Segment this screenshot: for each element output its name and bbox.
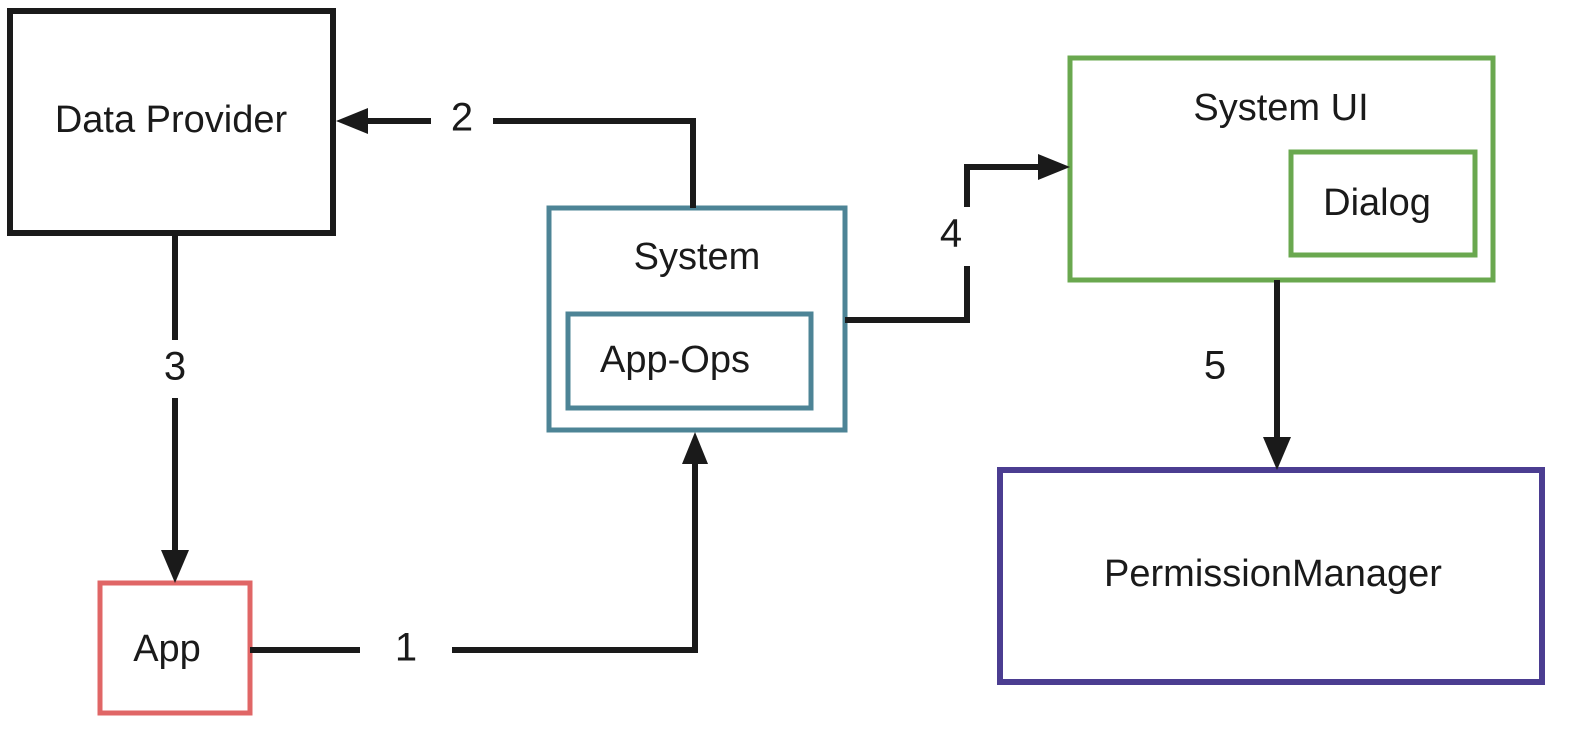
edges-layer: 1 2 3 4 5 [161, 96, 1291, 670]
node-box-dialog [1288, 149, 1478, 258]
node-permission-manager[interactable]: PermissionManager [997, 467, 1545, 685]
arrowhead-icon-4 [1038, 154, 1070, 180]
edge-path-4 [845, 164, 1044, 323]
edge-label-1: 1 [395, 626, 417, 670]
node-label-data-provider: Data Provider [55, 99, 288, 141]
arrowhead-icon-1 [682, 432, 708, 464]
edge-2: 2 [336, 96, 696, 208]
edge-4: 4 [845, 154, 1070, 323]
arrowhead-icon-3 [161, 550, 189, 583]
node-label-app: App [133, 628, 201, 670]
node-label-system-ui: System UI [1193, 87, 1368, 129]
edge-label-3: 3 [164, 345, 186, 389]
node-app-ops[interactable]: App-Ops [565, 311, 814, 411]
node-data-provider[interactable]: Data Provider [7, 8, 336, 236]
node-dialog[interactable]: Dialog [1288, 149, 1478, 258]
edge-3: 3 [161, 233, 189, 583]
node-label-system: System [634, 236, 761, 278]
arrowhead-icon-5 [1263, 437, 1291, 470]
arrowhead-icon-2 [336, 108, 368, 134]
node-label-dialog: Dialog [1323, 182, 1431, 224]
node-box-data-provider [7, 8, 336, 236]
node-box-permission-manager [997, 467, 1545, 685]
node-label-permission-manager: PermissionManager [1104, 553, 1442, 595]
node-box-app-ops [565, 311, 814, 411]
edge-label-4: 4 [940, 212, 962, 256]
edge-5: 5 [1204, 280, 1291, 470]
edge-label-2: 2 [451, 96, 473, 140]
edge-1: 1 [250, 432, 708, 670]
edge-path-2 [362, 118, 696, 208]
node-box-app [97, 580, 253, 716]
node-label-app-ops: App-Ops [600, 339, 750, 381]
node-app[interactable]: App [97, 580, 253, 716]
edge-path-1 [250, 448, 698, 653]
edge-label-5: 5 [1204, 344, 1226, 388]
